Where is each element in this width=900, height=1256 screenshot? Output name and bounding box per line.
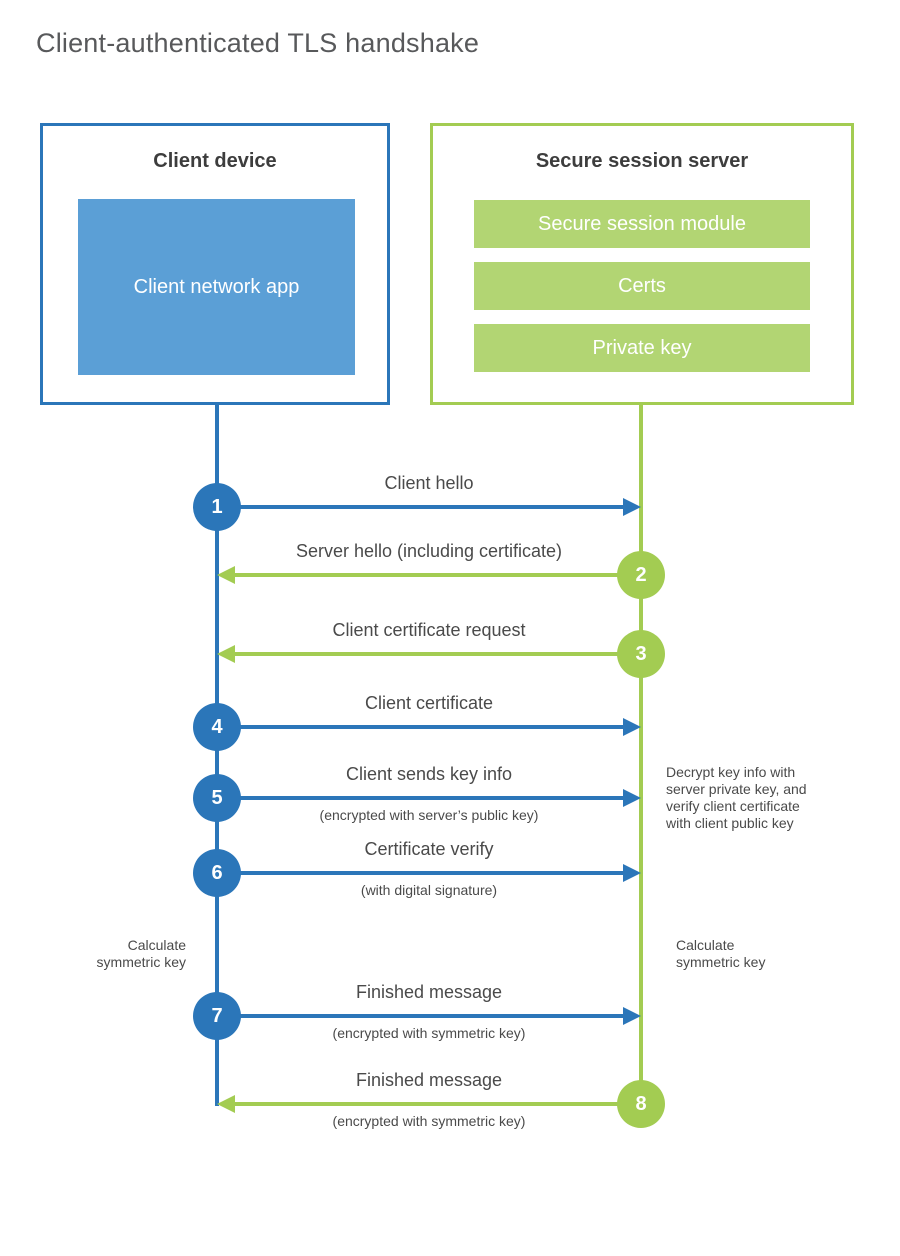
server-module-secure-session: Secure session module bbox=[474, 200, 810, 248]
secure-session-server-box: Secure session server Secure session mod… bbox=[430, 123, 854, 405]
step-8-sublabel: (encrypted with symmetric key) bbox=[332, 1113, 526, 1129]
step-8-badge: 8 bbox=[617, 1080, 665, 1128]
arrow-line bbox=[234, 573, 641, 577]
arrow-right-icon bbox=[623, 498, 641, 516]
step-4-label: Client certificate bbox=[364, 693, 494, 713]
client-network-app-label: Client network app bbox=[133, 276, 300, 298]
step-3-label: Client certificate request bbox=[332, 620, 526, 640]
step-5-badge: 5 bbox=[193, 774, 241, 822]
step-7-badge: 7 bbox=[193, 992, 241, 1040]
secure-session-server-title: Secure session server bbox=[535, 150, 749, 172]
step-5-sublabel: (encrypted with server’s public key) bbox=[319, 807, 539, 823]
client-device-box: Client device Client network app bbox=[40, 123, 390, 405]
arrow-left-icon bbox=[217, 645, 235, 663]
arrow-line bbox=[217, 871, 624, 875]
arrow-line bbox=[234, 652, 641, 656]
step-4-badge: 4 bbox=[193, 703, 241, 751]
arrow-right-icon bbox=[623, 789, 641, 807]
client-device-title: Client device bbox=[153, 150, 277, 172]
client-lifeline bbox=[215, 405, 219, 1106]
note-calculate-symmetric-key-server: Calculate symmetric key bbox=[676, 937, 766, 970]
arrow-left-icon bbox=[217, 1095, 235, 1113]
step-7-label: Finished message bbox=[355, 982, 503, 1002]
note-calculate-symmetric-key-client: Calculate symmetric key bbox=[96, 937, 186, 970]
note-decrypt-key-info: Decrypt key info with server private key… bbox=[666, 764, 807, 831]
step-5-label: Client sends key info bbox=[345, 764, 513, 784]
server-lifeline bbox=[639, 405, 643, 1106]
arrow-left-icon bbox=[217, 566, 235, 584]
server-module-private-key: Private key bbox=[474, 324, 810, 372]
step-3-badge: 3 bbox=[617, 630, 665, 678]
step-6-label: Certificate verify bbox=[364, 839, 494, 859]
page-title: Client-authenticated TLS handshake bbox=[36, 28, 480, 58]
arrow-line bbox=[217, 725, 624, 729]
step-7-sublabel: (encrypted with symmetric key) bbox=[332, 1025, 526, 1041]
arrow-line bbox=[234, 1102, 641, 1106]
step-2-badge: 2 bbox=[617, 551, 665, 599]
step-1-badge: 1 bbox=[193, 483, 241, 531]
step-2-label: Server hello (including certificate) bbox=[295, 541, 563, 561]
server-module-certs: Certs bbox=[474, 262, 810, 310]
arrow-line bbox=[217, 796, 624, 800]
arrow-line bbox=[217, 505, 624, 509]
client-network-app-box: Client network app bbox=[78, 199, 355, 375]
arrow-right-icon bbox=[623, 718, 641, 736]
arrow-right-icon bbox=[623, 1007, 641, 1025]
arrow-right-icon bbox=[623, 864, 641, 882]
step-1-label: Client hello bbox=[384, 473, 474, 493]
arrow-line bbox=[217, 1014, 624, 1018]
step-8-label: Finished message bbox=[355, 1070, 503, 1090]
step-6-badge: 6 bbox=[193, 849, 241, 897]
step-6-sublabel: (with digital signature) bbox=[360, 882, 498, 898]
